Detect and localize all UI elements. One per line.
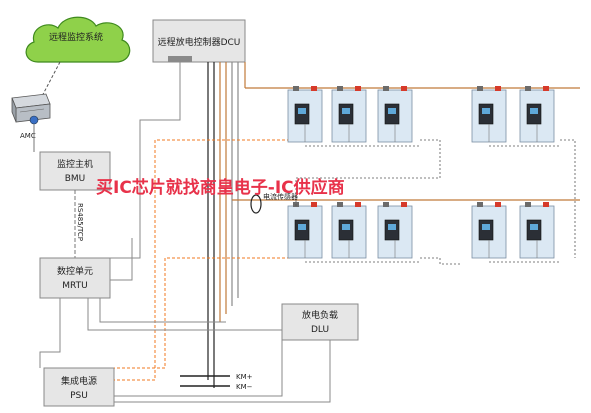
km-plus-label: KM+	[236, 373, 253, 381]
battery-cell	[331, 86, 367, 143]
rs485-label: RS485/TCP	[76, 203, 84, 241]
positive-terminal	[401, 86, 407, 91]
positive-terminal	[495, 202, 501, 207]
battery-cell	[519, 86, 555, 143]
negative-terminal	[383, 202, 389, 207]
battery-cell	[471, 202, 507, 259]
amc-label: AMC	[20, 132, 36, 140]
bmu-line2: BMU	[65, 174, 86, 184]
negative-terminal	[525, 202, 531, 207]
positive-terminal	[311, 86, 317, 91]
watermark-text: 买IC芯片就找商皇电子-IC供应商	[96, 177, 345, 198]
negative-terminal	[383, 86, 389, 91]
bmu-box	[39, 151, 111, 191]
server-icon	[11, 93, 51, 125]
battery-cell	[377, 202, 413, 259]
cloud-connector	[39, 61, 61, 101]
bmu-line1: 监控主机	[57, 158, 93, 170]
positive-terminal	[355, 86, 361, 91]
km-minus-label: KM−	[236, 383, 253, 391]
current-sensor-icon	[250, 194, 262, 214]
remote-monitoring-cloud: 远程监控系统	[25, 16, 131, 63]
dcu-mrtu-line	[110, 62, 181, 259]
battery-cells	[287, 86, 560, 263]
row-dotted-links	[295, 139, 576, 265]
gray-connect-lines	[39, 298, 331, 403]
mrtu-line1: 数控单元	[57, 265, 93, 277]
positive-terminal	[401, 202, 407, 207]
positive-terminal	[543, 202, 549, 207]
battery-cell	[471, 86, 507, 143]
psu-line1: 集成电源	[61, 375, 97, 387]
negative-terminal	[337, 202, 343, 207]
battery-cell	[331, 202, 367, 259]
battery-cell	[377, 86, 413, 143]
negative-terminal	[477, 202, 483, 207]
positive-terminal	[495, 86, 501, 91]
psu-box	[43, 367, 115, 407]
dlu-box	[281, 303, 359, 341]
positive-terminal	[311, 202, 317, 207]
mrtu-line2: MRTU	[62, 281, 87, 291]
negative-terminal	[477, 86, 483, 91]
dcu-port	[168, 56, 192, 62]
dlu-line2: DLU	[311, 325, 329, 335]
dlu-line1: 放电负载	[302, 309, 338, 321]
dcu-label: 远程放电控制器DCU	[158, 36, 241, 48]
psu-line2: PSU	[70, 391, 88, 401]
cloud-label: 远程监控系统	[49, 31, 103, 43]
mrtu-box	[39, 257, 111, 299]
battery-cell	[519, 202, 555, 259]
positive-terminal	[543, 86, 549, 91]
negative-terminal	[293, 86, 299, 91]
negative-terminal	[337, 86, 343, 91]
negative-terminal	[525, 86, 531, 91]
orange-dotted-lines	[114, 139, 290, 381]
battery-cell	[287, 202, 323, 259]
dcu-box	[152, 19, 246, 63]
sensor-label: 电流传感器	[263, 192, 298, 201]
positive-terminal	[355, 202, 361, 207]
dcu-bus-lines	[207, 62, 239, 388]
battery-cell	[287, 86, 323, 143]
